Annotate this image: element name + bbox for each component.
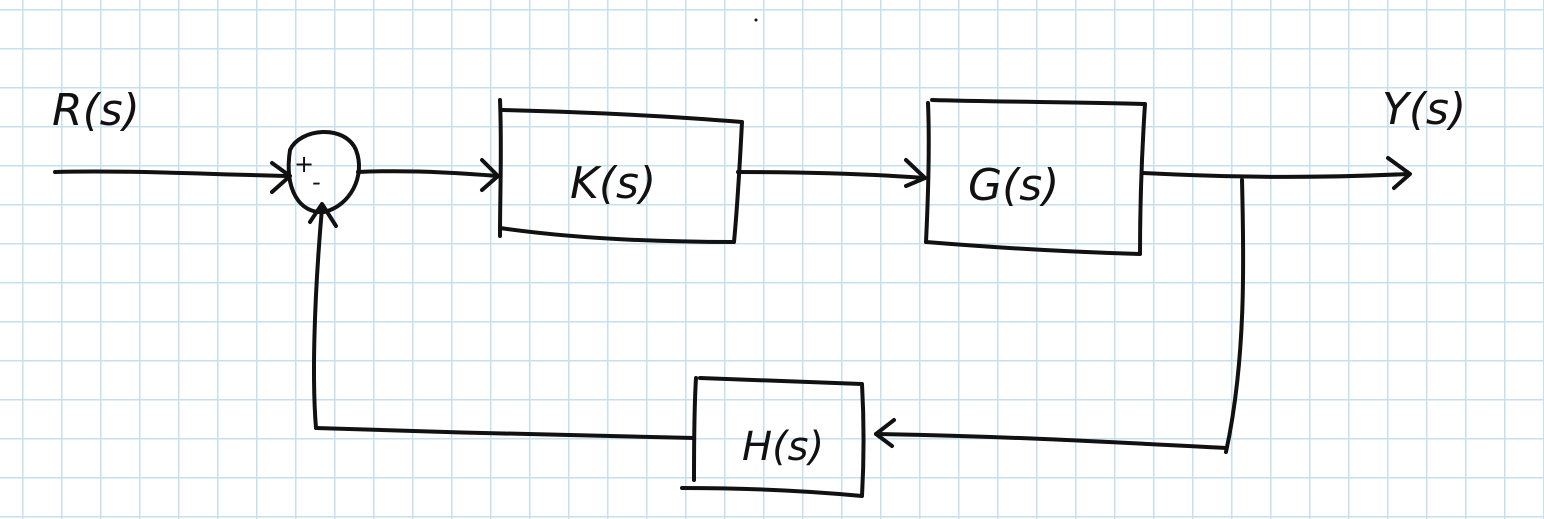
- control-signal-arrow: [736, 158, 927, 188]
- error-signal-arrow: [356, 158, 500, 192]
- output-arrow: [1140, 156, 1412, 190]
- output-label: Y(s): [1382, 84, 1466, 135]
- plant-label: G(s): [968, 160, 1059, 211]
- feedback-label: H(s): [742, 424, 824, 470]
- input-arrow: [53, 161, 292, 194]
- plant-block: G(s): [924, 98, 1147, 256]
- summing-junction: + -: [286, 130, 362, 215]
- feedback-block: H(s): [680, 376, 866, 498]
- feedback-return-path: [308, 202, 696, 440]
- controller-label: K(s): [570, 158, 656, 209]
- input-label: R(s): [52, 85, 140, 136]
- feedback-path: [874, 178, 1246, 454]
- plus-sign: +: [294, 150, 314, 178]
- minus-sign: -: [312, 168, 321, 196]
- pen-dot: [754, 18, 758, 22]
- controller-block: K(s): [498, 98, 744, 244]
